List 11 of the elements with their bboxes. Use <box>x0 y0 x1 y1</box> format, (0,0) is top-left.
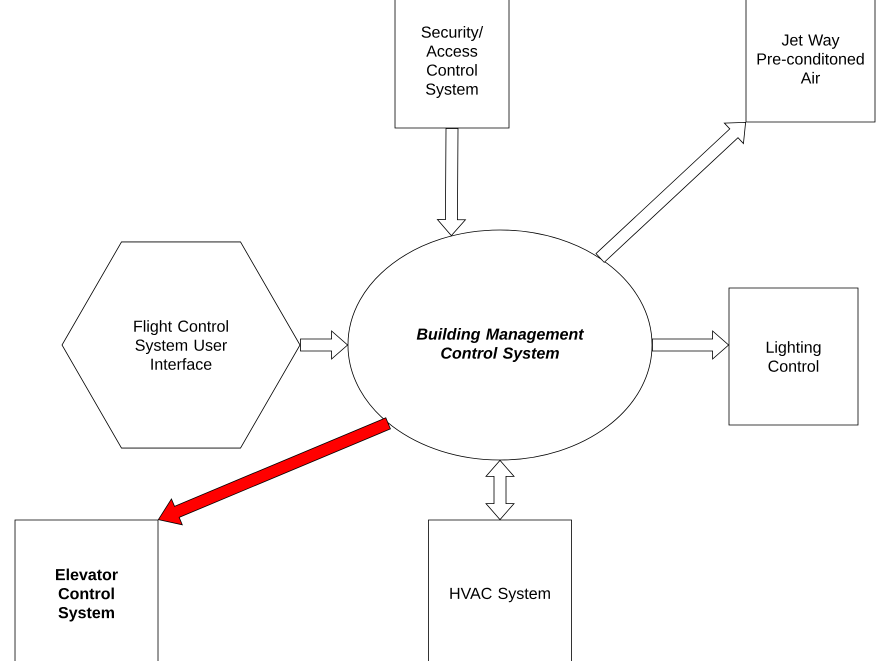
system-box: Elevator Control System <box>14 520 158 661</box>
block-arrow <box>485 460 515 520</box>
block-arrow <box>158 417 391 526</box>
block-arrow <box>300 330 348 360</box>
system-box: Security/ Access Control System <box>394 0 510 128</box>
system-box: Lighting Control <box>728 288 858 426</box>
system-box: Jet Way Pre-conditoned Air <box>746 0 876 122</box>
block-arrow <box>436 128 466 236</box>
block-arrow <box>652 330 730 360</box>
hexagon-node: Flight Control System User Interface <box>62 242 300 448</box>
system-box: HVAC System <box>428 520 572 661</box>
